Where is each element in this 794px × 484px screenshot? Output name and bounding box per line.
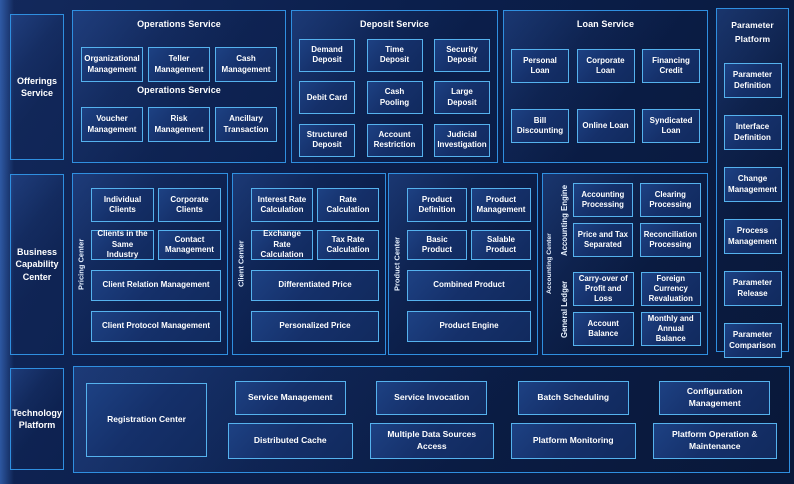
service-box: Client Protocol Management <box>91 311 221 342</box>
service-box: Product Management <box>471 188 531 222</box>
service-box: Carry-over of Profit and Loss <box>573 272 634 306</box>
service-box: Clients in the Same Industry <box>91 229 154 260</box>
rail-technology-platform: Technology Platform <box>10 368 64 470</box>
accounting-center-panel: Accounting Center Accounting Engine Acco… <box>542 173 708 355</box>
service-box: Security Deposit <box>434 38 490 72</box>
deposit-row-2: Debit Card Cash Pooling Large Deposit <box>299 81 490 115</box>
service-box: Exchange Rate Calculation <box>251 229 313 260</box>
service-box: Voucher Management <box>81 107 143 142</box>
loan-service-panel: Loan Service Personal Loan Corporate Loa… <box>503 10 708 163</box>
service-box: Ancillary Transaction <box>215 107 277 142</box>
service-box: Accounting Processing <box>573 183 633 217</box>
service-box: Bill Discounting <box>511 109 569 143</box>
pricing-center-grid: Individual Clients Corporate Clients Cli… <box>91 188 221 260</box>
service-box: Structured Deposit <box>299 123 355 157</box>
deposit-row-1: Demand Deposit Time Deposit Security Dep… <box>299 38 490 72</box>
rail-offerings-service: Offerings Service <box>10 14 64 160</box>
service-box: Corporate Loan <box>576 49 635 83</box>
service-box: Salable Product <box>471 230 531 260</box>
service-box: Distributed Cache <box>228 422 353 459</box>
general-ledger-label: General Ledger <box>560 280 569 338</box>
technology-platform-panel: Registration Center Service Management S… <box>73 366 790 473</box>
service-box: Batch Scheduling <box>517 380 629 415</box>
loan-row-1: Personal Loan Corporate Loan Financing C… <box>511 49 700 83</box>
general-ledger-group: General Ledger Carry-over of Profit and … <box>556 272 701 346</box>
service-box: Tax Rate Calculation <box>317 230 379 260</box>
deposit-service-panel: Deposit Service Demand Deposit Time Depo… <box>291 10 498 163</box>
client-center-panel: Client Center Interest Rate Calculation … <box>232 173 386 355</box>
service-box: Online Loan <box>576 109 635 143</box>
service-box: Account Restriction <box>366 123 423 157</box>
service-box: Reconciliation Processing <box>639 223 701 257</box>
loan-row-2: Bill Discounting Online Loan Syndicated … <box>511 109 700 143</box>
loan-service-title: Loan Service <box>576 19 635 29</box>
deposit-service-title: Deposit Service <box>359 19 430 29</box>
operations-row-1: Organizational Management Teller Managem… <box>81 47 277 82</box>
service-box: Multiple Data Sources Access <box>369 422 494 459</box>
service-box: Platform Monitoring <box>511 422 636 459</box>
registration-center-box: Registration Center <box>86 382 207 457</box>
service-box: Organizational Management <box>81 47 143 82</box>
service-box: Parameter Comparison <box>723 323 782 359</box>
service-box: Service Management <box>234 380 346 415</box>
accounting-engine-label: Accounting Engine <box>560 184 569 256</box>
service-box: Platform Operation & Maintenance <box>652 422 777 459</box>
service-box: Process Management <box>723 219 782 255</box>
service-box: Clearing Processing <box>639 183 701 217</box>
service-box: Personalized Price <box>251 311 379 342</box>
service-box: Interest Rate Calculation <box>251 188 313 222</box>
parameter-platform-panel: Parameter Platform Parameter Definition … <box>716 8 789 359</box>
service-box: Cash Pooling <box>366 81 423 115</box>
service-box: Parameter Definition <box>723 63 782 99</box>
service-box: Basic Product <box>407 230 467 260</box>
service-box: Service Invocation <box>376 380 488 415</box>
operations-row-2: Voucher Management Risk Management Ancil… <box>81 107 277 142</box>
service-box: Large Deposit <box>434 81 490 115</box>
service-box: Client Relation Management <box>91 270 221 301</box>
service-box: Parameter Release <box>723 271 782 307</box>
service-box: Individual Clients <box>91 188 154 222</box>
product-center-label: Product Center <box>392 236 402 292</box>
service-box: Financing Credit <box>642 49 700 83</box>
accounting-engine-group: Accounting Engine Accounting Processing … <box>556 183 701 257</box>
service-box: Change Management <box>723 167 782 203</box>
service-box: Account Balance <box>573 312 634 346</box>
service-box: Monthly and Annual Balance <box>640 312 701 346</box>
deposit-row-3: Structured Deposit Account Restriction J… <box>299 123 490 157</box>
operations-service-panel: Operations Service Organizational Manage… <box>72 10 286 163</box>
service-box: Syndicated Loan <box>642 109 700 143</box>
product-center-grid: Product Definition Product Management Ba… <box>407 188 531 260</box>
service-box: Configuration Management <box>659 380 771 415</box>
rail-business-capability-center: Business Capability Center <box>10 174 64 355</box>
pricing-center-label: Pricing Center <box>76 238 86 290</box>
product-center-panel: Product Center Product Definition Produc… <box>388 173 538 355</box>
service-box: Corporate Clients <box>158 188 221 222</box>
service-box: Product Engine <box>407 311 531 342</box>
service-box: Contact Management <box>158 230 221 260</box>
operations-service-title: Operations Service <box>137 19 221 29</box>
service-box: Cash Management <box>215 47 277 82</box>
pricing-center-panel: Pricing Center Individual Clients Corpor… <box>72 173 228 355</box>
operations-service-subtitle: Operations Service <box>137 85 221 95</box>
service-box: Personal Loan <box>511 49 569 83</box>
service-box: Judicial Investigation <box>434 123 490 157</box>
client-center-label: Client Center <box>236 240 246 288</box>
service-box: Product Definition <box>407 188 467 222</box>
service-box: Debit Card <box>299 81 355 115</box>
client-center-grid: Interest Rate Calculation Rate Calculati… <box>251 188 379 260</box>
service-box: Foreign Currency Revaluation <box>640 272 701 306</box>
service-box: Interface Definition <box>723 115 782 151</box>
parameter-platform-title: Parameter Platform <box>731 20 774 44</box>
service-box: Risk Management <box>148 107 210 142</box>
service-box: Time Deposit <box>366 38 423 72</box>
technology-platform-grid: Service Management Service Invocation Ba… <box>228 380 777 459</box>
service-box: Teller Management <box>148 47 210 82</box>
service-box: Combined Product <box>407 270 531 301</box>
service-box: Differentiated Price <box>251 270 379 301</box>
service-box: Rate Calculation <box>317 188 379 222</box>
service-box: Price and Tax Separated <box>573 223 633 257</box>
accounting-center-label: Accounting Center <box>546 233 553 295</box>
service-box: Demand Deposit <box>299 38 355 72</box>
